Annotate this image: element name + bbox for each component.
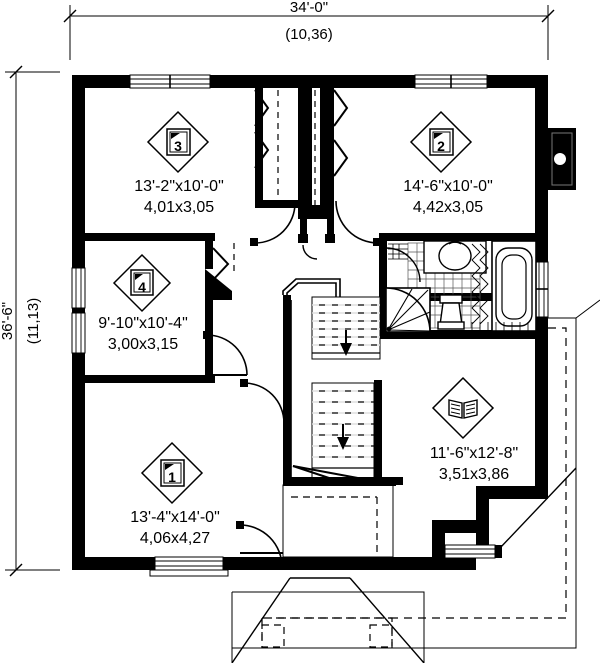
closet-bifold-left-a (254, 89, 270, 127)
bedroom-3-badge: 3 (174, 138, 182, 154)
bedroom-4-door (206, 334, 248, 376)
bedroom-2-imperial: 14'-6"x10'-0" (403, 178, 493, 195)
windows (71, 74, 549, 577)
bedroom-3-diamond (146, 110, 210, 174)
stair-upper (311, 296, 381, 360)
bed-icon (429, 128, 454, 156)
bedroom-3-door (254, 202, 296, 244)
closet-bifold-left-b (254, 131, 270, 169)
bedroom-2-diamond (409, 110, 473, 174)
top-dimension: 34'-0" (10,36) (63, 0, 555, 60)
left-wall-window-upper (71, 267, 86, 309)
bathroom-door (385, 247, 421, 283)
roof-overhang (231, 299, 600, 663)
bathtub (491, 240, 537, 332)
left-wall-window-lower (71, 312, 86, 354)
stair-lower-down-arrow (337, 437, 349, 450)
bedroom-1-badge: 1 (168, 469, 176, 485)
lower-stairwell-box (282, 477, 396, 558)
open-book-icon (448, 399, 478, 419)
bed-icon (166, 128, 191, 156)
bedroom-3-metric: 4,01x3,05 (144, 199, 214, 216)
bedroom-1-metric: 4,06x4,27 (140, 530, 210, 547)
room-label-bedroom-4: 4 9'-10"x10'-4" 3,00x3,15 (98, 253, 188, 353)
stair-upper-down-arrow (340, 343, 352, 356)
hall-center-door (302, 244, 318, 260)
bedroom-2-door (335, 200, 379, 244)
right-wall-window-bath (534, 261, 549, 318)
bedroom-4-closet-bifold (212, 247, 230, 281)
bedroom-3-imperial: 13'-2"x10'-0" (134, 178, 224, 195)
bottom-wall-window-left (149, 556, 229, 577)
left-dimension-metric: (11,13) (25, 298, 42, 344)
study-metric: 3,51x3,86 (439, 466, 509, 483)
doors (203, 89, 381, 568)
lower-hall-door (239, 524, 283, 568)
room-label-bedroom-2: 2 14'-6"x10'-0" 4,42x3,05 (403, 110, 493, 216)
hall-outline (282, 278, 341, 481)
stair-lower (292, 382, 375, 482)
toilet (437, 294, 465, 330)
top-wall-window-left (129, 74, 211, 89)
bedroom-1-diamond (140, 441, 204, 505)
top-dimension-imperial: 34'-0" (290, 0, 328, 16)
top-dimension-metric: (10,36) (285, 26, 333, 43)
closet-bifold-right-b (333, 139, 349, 177)
bedroom-4-metric: 3,00x3,15 (108, 336, 178, 353)
top-wall-window-right (414, 74, 488, 89)
chimney-flue (548, 128, 576, 190)
bedroom-4-badge: 4 (138, 279, 146, 295)
room-label-bedroom-1: 1 13'-4"x14'-0" 4,06x4,27 (130, 441, 220, 547)
bedroom-1-door (243, 382, 285, 424)
bed-icon (160, 459, 185, 487)
vanity-sink (423, 240, 487, 274)
left-dimension: 36'-6" (11,13) (0, 65, 60, 577)
study-diamond (431, 376, 495, 440)
bathroom (385, 233, 537, 333)
bedroom-4-imperial: 9'-10"x10'-4" (98, 315, 188, 332)
bed-icon (130, 269, 154, 296)
bedroom-4-diamond (112, 253, 172, 313)
bedroom-1-imperial: 13'-4"x14'-0" (130, 509, 220, 526)
study-imperial: 11'-6"x12'-8" (430, 445, 518, 462)
bedroom-2-badge: 2 (437, 138, 445, 154)
bottom-wall-window-right (444, 544, 496, 559)
bedroom-2-metric: 4,42x3,05 (413, 199, 483, 216)
room-label-bedroom-3: 3 13'-2"x10'-0" 4,01x3,05 (134, 110, 224, 216)
closet-bifold-right-a (333, 89, 349, 127)
left-dimension-imperial: 36'-6" (0, 302, 16, 340)
room-label-study: 11'-6"x12'-8" 3,51x3,86 (430, 376, 518, 483)
corner-shower (385, 287, 431, 333)
